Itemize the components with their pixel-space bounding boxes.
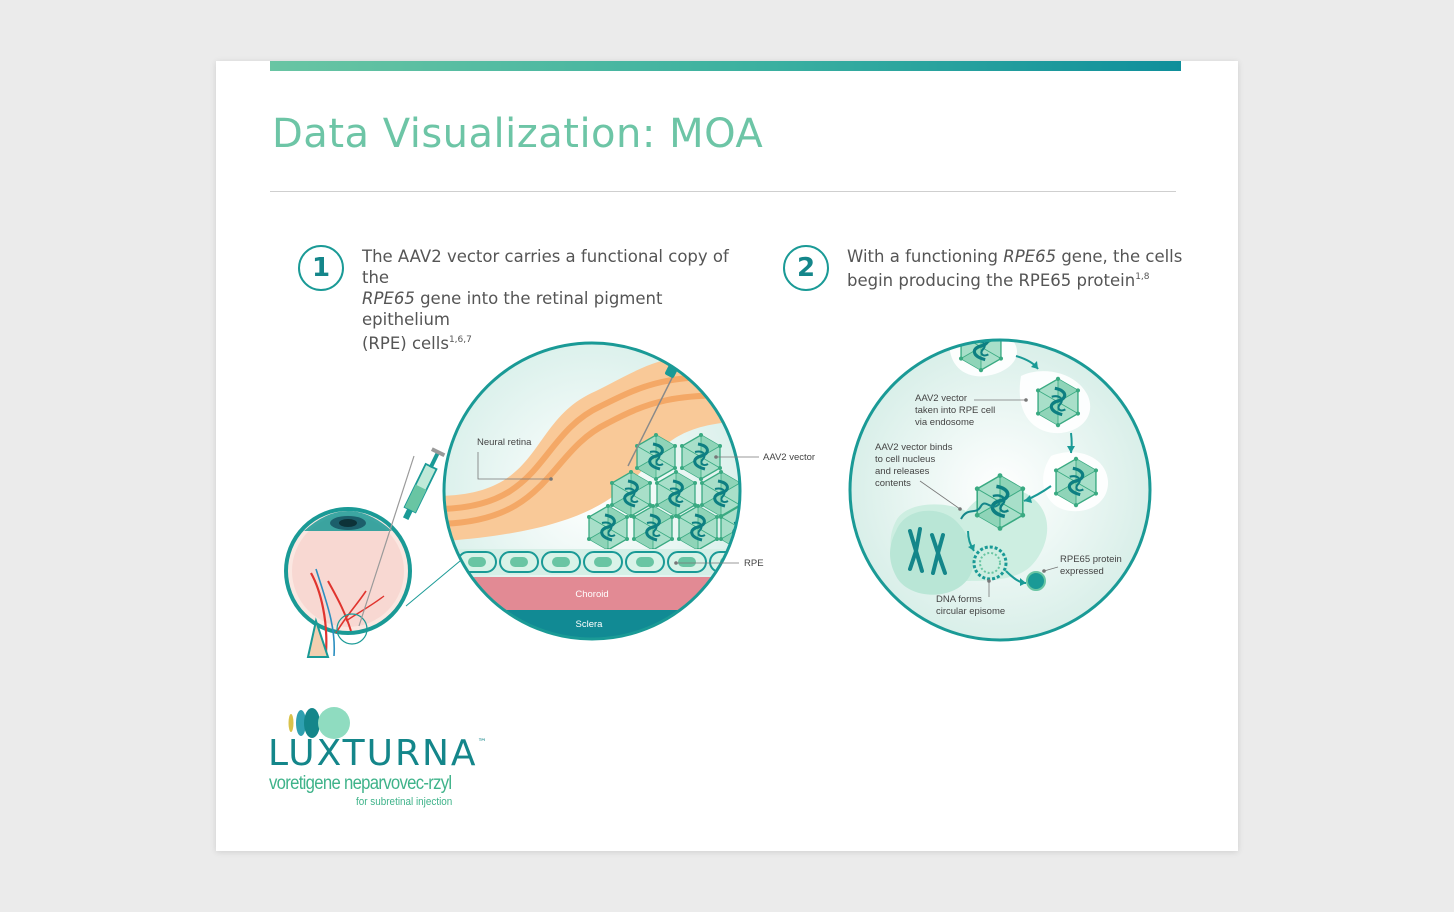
step-1-text: The AAV2 vector carries a functional cop… [362,247,729,353]
label-nucleus: AAV2 vector binds to cell nucleus and re… [875,442,955,489]
logo-route: for subretinal injection [356,796,453,808]
slide-title: Data Visualization: MOA [272,111,764,157]
step-2-text: With a functioning RPE65 gene, the cells… [847,247,1183,290]
retina-cross-section: Neural retina AAV2 vector RPE Choroid Sc… [442,341,815,641]
step-2-number: 2 [783,245,829,291]
eye-illustration [284,447,461,658]
slide: Data Visualization: MOA 1 The AAV2 vecto… [216,61,1238,851]
label-aav2-vector: AAV2 vector [763,452,815,463]
moa-illustrations: Neural retina AAV2 vector RPE Choroid Sc… [284,338,1152,739]
label-protein: RPE65 protein expressed [1060,554,1124,577]
logo-brand-name: LUXTURNA™ [268,733,487,774]
title-divider [270,191,1176,192]
top-accent-bar [270,61,1181,71]
rpe-cell-process: AAV2 vector taken into RPE cell via endo… [848,338,1152,642]
label-episome: DNA forms circular episome [936,594,1005,617]
label-choroid: Choroid [575,589,608,600]
luxturna-logo-mark [288,707,350,739]
step-1-number: 1 [298,245,344,291]
label-neural-retina: Neural retina [477,437,532,448]
label-endosome: AAV2 vector taken into RPE cell via endo… [915,393,998,428]
label-sclera: Sclera [576,619,604,630]
label-rpe: RPE [744,558,764,569]
logo-generic-name: voretigene neparvovec-rzyl [269,773,452,794]
